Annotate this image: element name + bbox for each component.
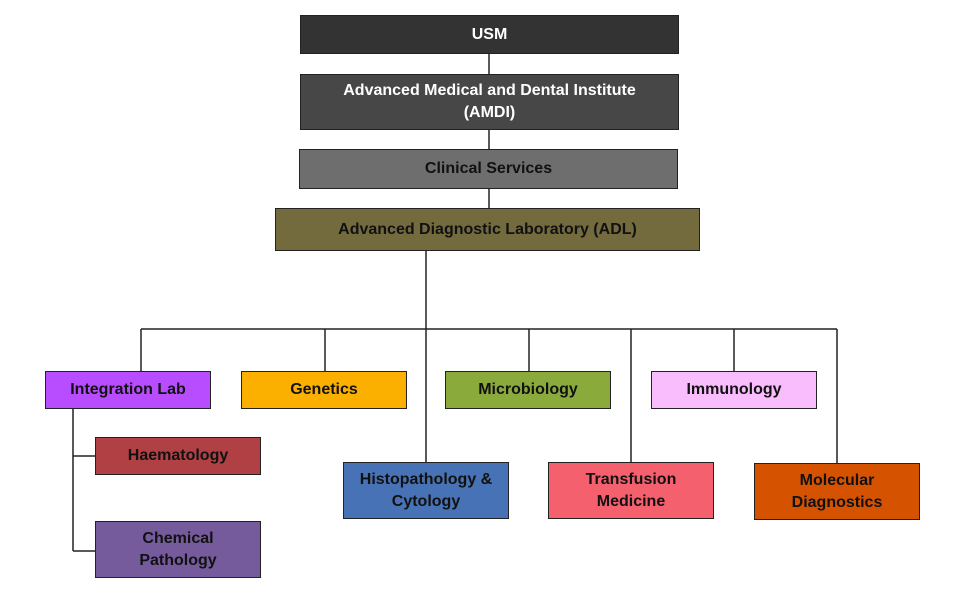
- node-transfusion-medicine: Transfusion Medicine: [548, 462, 714, 519]
- node-microbiology-label: Microbiology: [478, 381, 578, 398]
- node-haematology-label: Haematology: [127, 447, 229, 464]
- node-microbiology: Microbiology: [445, 371, 611, 409]
- node-haematology: Haematology: [95, 437, 261, 475]
- node-immunology: Immunology: [651, 371, 817, 409]
- node-molecular-diagnostics-label: Molecular Diagnostics: [791, 471, 883, 511]
- node-immunology-label: Immunology: [686, 381, 782, 398]
- node-histopathology-cytology-label: Histopathology & Cytology: [359, 470, 493, 510]
- node-genetics-label: Genetics: [290, 381, 358, 398]
- node-amdi: Advanced Medical and Dental Institute (A…: [300, 74, 679, 130]
- node-integration-lab-label: Integration Lab: [70, 381, 186, 398]
- node-integration-lab: Integration Lab: [45, 371, 211, 409]
- node-genetics: Genetics: [241, 371, 407, 409]
- node-molecular-diagnostics: Molecular Diagnostics: [754, 463, 920, 520]
- node-clinical-services-label: Clinical Services: [424, 160, 553, 177]
- node-chemical-pathology: Chemical Pathology: [95, 521, 261, 578]
- node-usm-label: USM: [471, 25, 508, 43]
- node-histopathology-cytology: Histopathology & Cytology: [343, 462, 509, 519]
- node-amdi-label: Advanced Medical and Dental Institute (A…: [343, 82, 636, 121]
- node-chemical-pathology-label: Chemical Pathology: [139, 529, 217, 569]
- node-transfusion-medicine-label: Transfusion Medicine: [585, 470, 677, 510]
- node-clinical-services: Clinical Services: [299, 149, 678, 189]
- node-adl: Advanced Diagnostic Laboratory (ADL): [275, 208, 700, 251]
- node-usm: USM: [300, 15, 679, 54]
- node-adl-label: Advanced Diagnostic Laboratory (ADL): [338, 220, 637, 238]
